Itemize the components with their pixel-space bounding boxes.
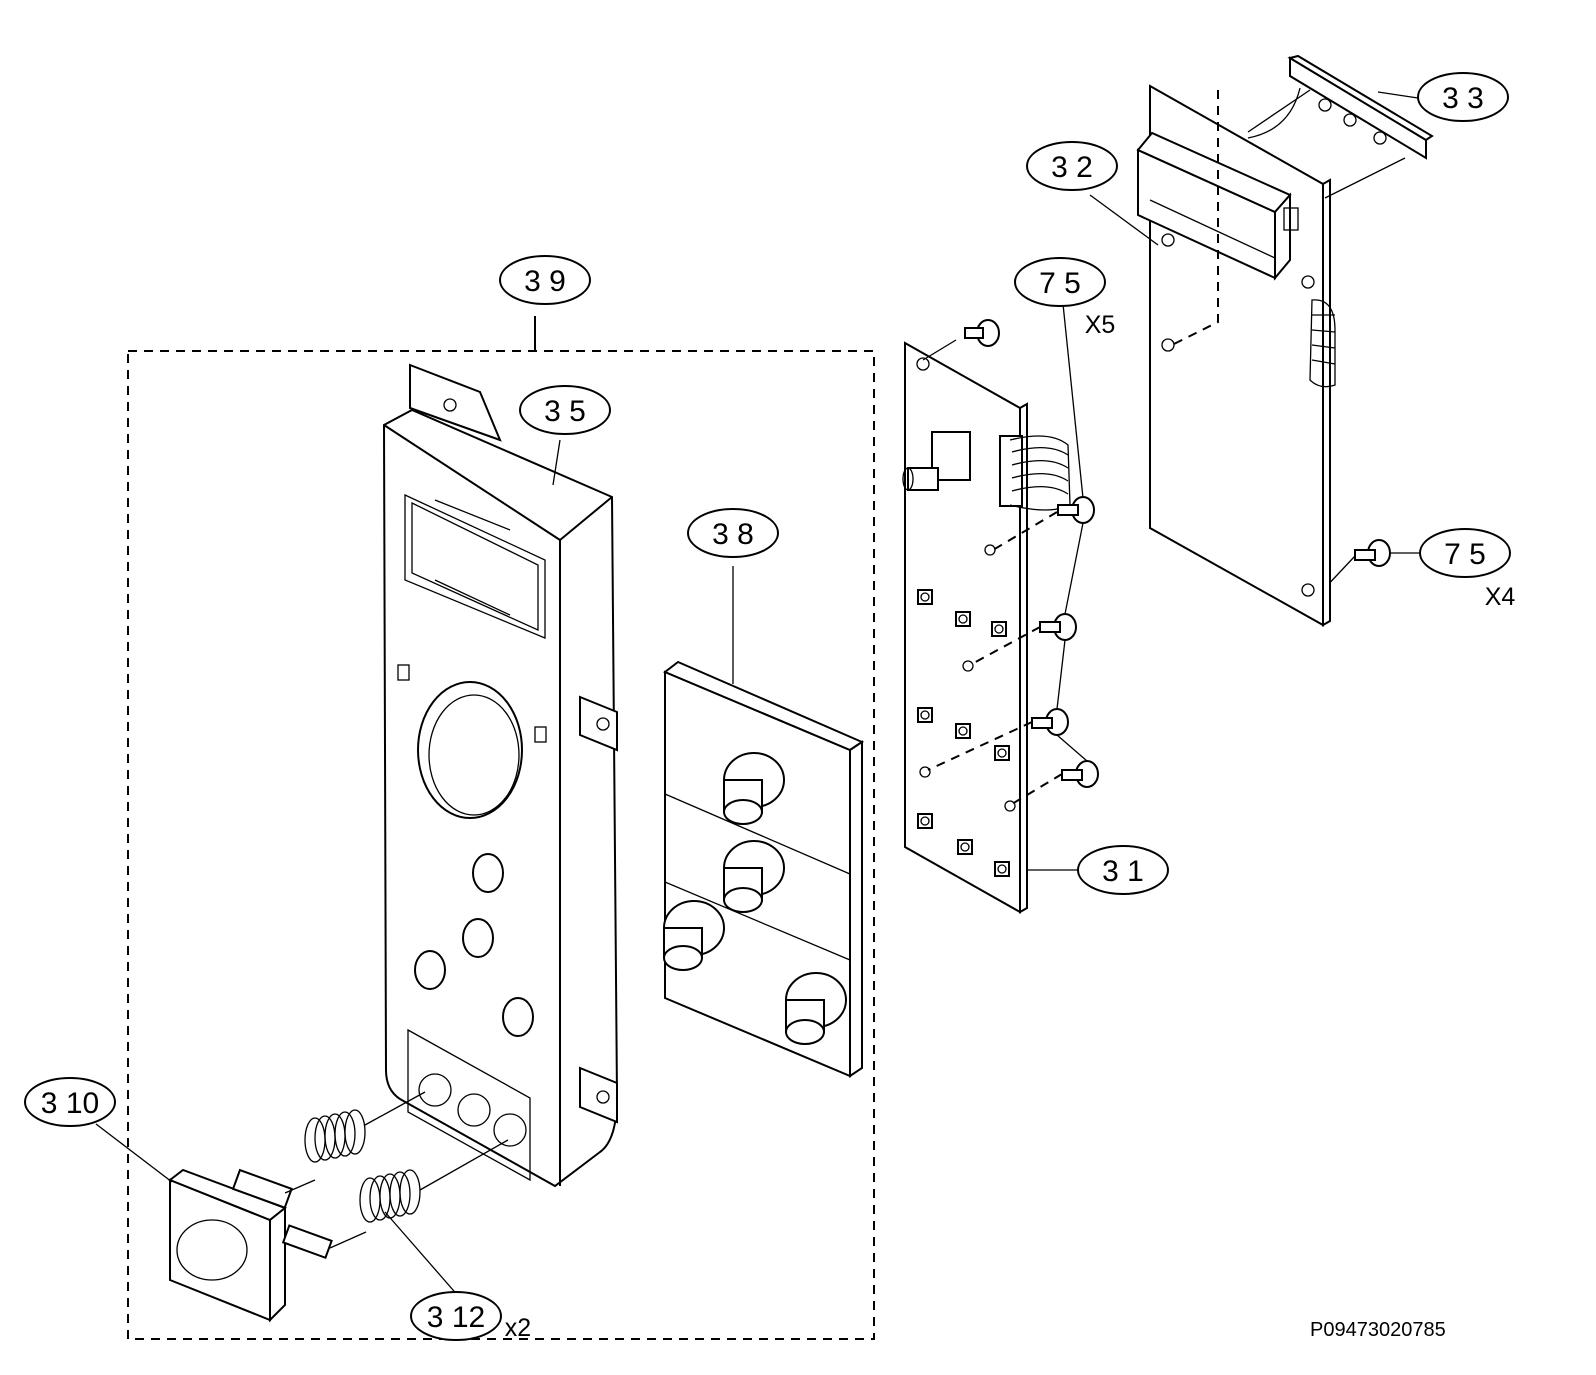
callout-75-right-text: 7 5	[1444, 538, 1486, 571]
callout-33: 3 3	[1417, 72, 1509, 122]
callout-75-right: 7 5 X4	[1419, 528, 1516, 611]
callout-39: 3 9	[499, 255, 591, 305]
part-32-display-board	[1136, 84, 1336, 627]
callout-33-text: 3 3	[1442, 82, 1484, 115]
callout-31: 3 1	[1077, 845, 1169, 895]
part-38-button-plate	[663, 660, 865, 1078]
callout-75-top-text: 7 5	[1039, 267, 1081, 300]
callout-312: 3 12 x2	[410, 1291, 531, 1342]
callout-75-top-qty: X5	[1085, 311, 1116, 339]
callout-38-text: 3 8	[712, 518, 754, 551]
callout-35: 3 5	[519, 385, 611, 435]
part-312-springs	[304, 1091, 509, 1223]
callout-75-right-qty: X4	[1485, 583, 1516, 611]
part-35-front-panel	[382, 363, 619, 1188]
callout-312-text: 3 12	[427, 1301, 485, 1334]
callout-39-text: 3 9	[524, 265, 566, 298]
part-33-led-bracket	[1247, 54, 1434, 199]
drawing-code: P09473020785	[1310, 1319, 1446, 1341]
callout-32-text: 3 2	[1051, 151, 1093, 184]
callout-75-top: 7 5 X5	[1014, 257, 1116, 339]
callout-38: 3 8	[687, 508, 779, 558]
callout-310: 3 10	[24, 1077, 116, 1127]
callout-32: 3 2	[1026, 141, 1118, 191]
callout-35-text: 3 5	[544, 395, 586, 428]
callout-31-text: 3 1	[1102, 855, 1144, 888]
callout-312-qty: x2	[505, 1314, 531, 1342]
part-310-door-button	[167, 1168, 367, 1323]
part-75-screws	[922, 319, 1391, 805]
part-31-control-board	[902, 341, 1071, 914]
assembly-39-boundary	[127, 350, 875, 1340]
callout-310-text: 3 10	[41, 1087, 99, 1120]
leader-lines	[95, 91, 1420, 1299]
